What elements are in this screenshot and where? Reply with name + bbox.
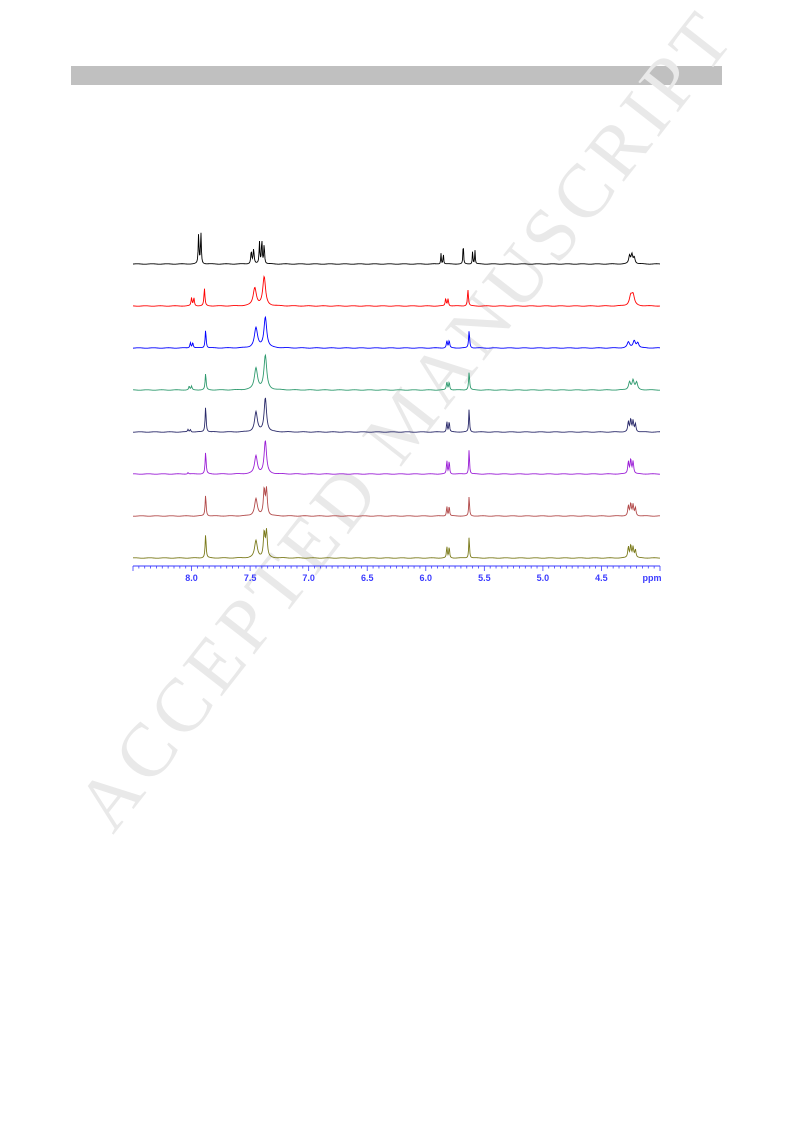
x-tick-label: 4.5 xyxy=(595,573,608,583)
header-bar xyxy=(71,66,722,85)
x-axis: 8.0 7.5 7.0 6.5 6.0 5.5 5.0 4.5 ppm xyxy=(132,565,662,583)
spectra-traces xyxy=(132,232,661,559)
spectrum-trace-8 xyxy=(132,528,661,559)
spectrum-trace-6 xyxy=(133,440,661,475)
spectrum-trace-1 xyxy=(132,232,661,265)
spectrum-trace-5 xyxy=(133,397,660,433)
x-tick-label: 8.0 xyxy=(185,573,198,583)
spectrum-trace-2 xyxy=(132,275,661,307)
x-tick-label: 6.5 xyxy=(361,573,374,583)
x-tick-label: 6.0 xyxy=(420,573,433,583)
x-tick-label: 7.0 xyxy=(302,573,315,583)
x-tick-label: 5.5 xyxy=(478,573,491,583)
spectrum-trace-3 xyxy=(132,315,661,349)
x-tick-label: 5.0 xyxy=(537,573,550,583)
spectrum-trace-7 xyxy=(132,486,661,517)
spectrum-trace-4 xyxy=(132,353,661,391)
x-tick-label: 7.5 xyxy=(244,573,257,583)
x-axis-unit-label: ppm xyxy=(643,573,662,583)
